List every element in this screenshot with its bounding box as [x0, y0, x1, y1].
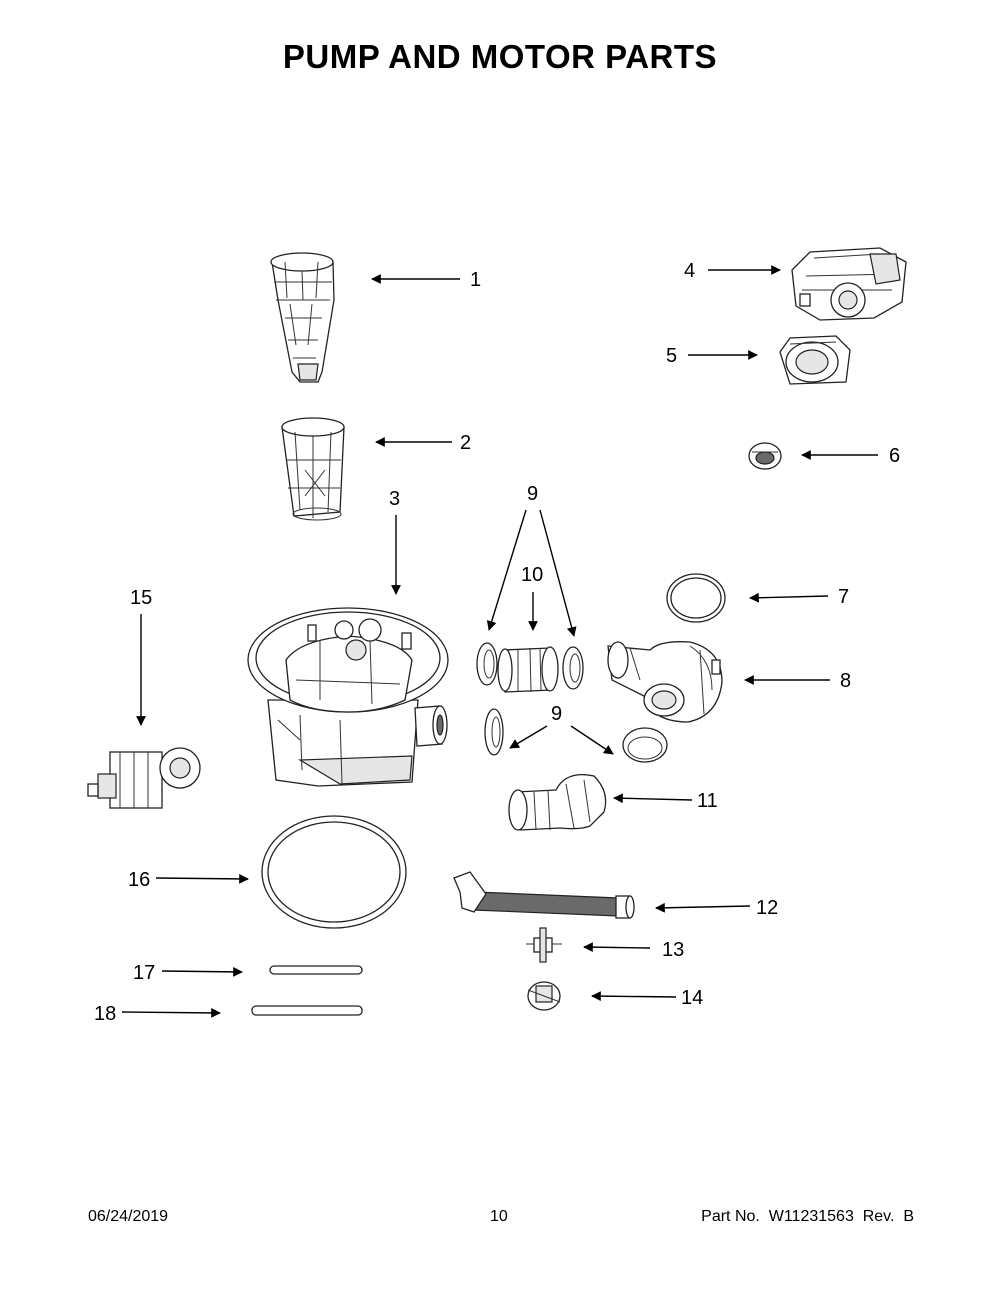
callout-4: 4 [684, 260, 695, 282]
part-4-motor [791, 247, 907, 321]
part-13-sensor [526, 927, 562, 963]
part-9-hose-clamp-right [562, 646, 584, 690]
part-16-gasket [261, 815, 407, 929]
part-12-drain-hose [453, 871, 635, 919]
callout-arrows [121, 265, 878, 1018]
callout-15: 15 [130, 587, 152, 609]
callout-5: 5 [666, 345, 677, 367]
part-18-tube [251, 1005, 363, 1016]
arrow-7 [749, 592, 829, 603]
arrow-17 [161, 966, 243, 977]
page-title: PUMP AND MOTOR PARTS [282, 38, 718, 75]
footer-page-number: 10 [490, 1208, 508, 1225]
callout-17: 17 [133, 962, 155, 984]
part-15-drain-pump [87, 747, 201, 809]
callout-18: 18 [94, 1003, 116, 1025]
callout-12: 12 [756, 897, 778, 919]
arrow-13 [583, 942, 651, 953]
callout-11: 11 [697, 790, 718, 812]
part-5-pump-housing [779, 335, 851, 385]
footer-part-number: Part No. W11231563 Rev. B [701, 1208, 914, 1225]
part-6-impeller [748, 442, 782, 470]
callout-3: 3 [389, 488, 400, 510]
callout-9-bottom: 9 [551, 703, 562, 725]
part-14-diverter-motor [527, 981, 561, 1011]
part-9-hose-clamp-lower-right [622, 727, 668, 763]
part-11-elbow-hose [508, 773, 607, 831]
arrow-9-top-right [539, 509, 577, 637]
callout-2: 2 [460, 432, 471, 454]
part-9-hose-clamp-left [476, 642, 498, 686]
callout-6: 6 [889, 445, 900, 467]
arrow-12 [655, 902, 751, 913]
callout-13: 13 [662, 939, 684, 961]
arrow-9-top-left [486, 509, 527, 631]
callout-10: 10 [521, 564, 543, 586]
part-9-hose-clamp-lower-left [484, 708, 504, 756]
callout-9-top: 9 [527, 483, 538, 505]
callout-14: 14 [681, 987, 703, 1009]
arrow-9-bottom-left [509, 725, 548, 749]
arrow-9-bottom-right [570, 725, 614, 755]
arrow-14 [591, 991, 677, 1002]
callout-7: 7 [838, 586, 849, 608]
arrow-16 [155, 874, 249, 884]
callout-8: 8 [840, 670, 851, 692]
arrow-11 [613, 793, 693, 804]
callout-labels: 1 2 3 4 5 6 7 8 9 9 10 11 12 13 14 15 16… [94, 260, 900, 1025]
part-1-filter-assembly [270, 252, 335, 383]
footer-date: 06/24/2019 [88, 1208, 169, 1225]
part-3-sump-housing [247, 607, 449, 787]
part-17-tube [269, 965, 363, 975]
part-2-filter-screen [281, 417, 345, 521]
part-8-volute-housing [607, 641, 723, 723]
callout-16: 16 [128, 869, 150, 891]
callout-1: 1 [470, 269, 481, 291]
arrow-18 [121, 1008, 221, 1018]
part-7-o-ring [666, 573, 726, 623]
part-10-coupling [497, 646, 559, 693]
